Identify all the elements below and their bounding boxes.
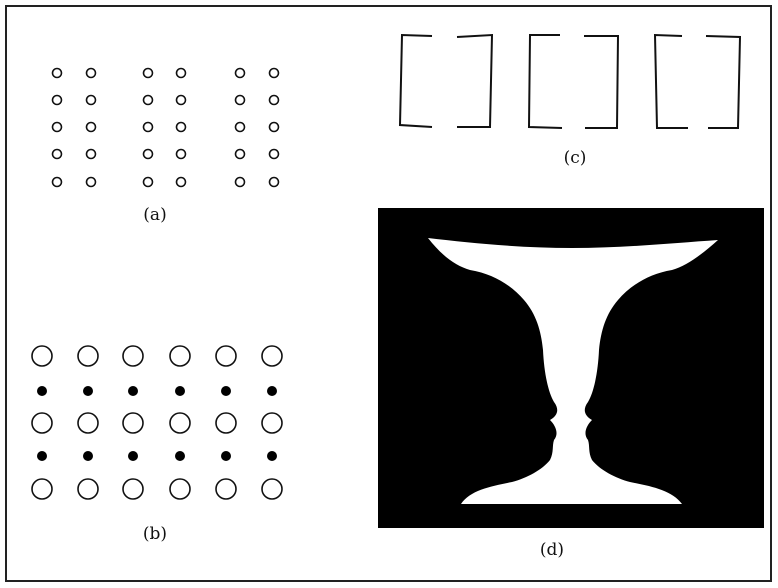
open-circle bbox=[77, 478, 99, 500]
open-circle bbox=[261, 345, 283, 367]
outer-frame bbox=[5, 5, 772, 582]
filled-dot bbox=[83, 451, 93, 461]
open-circle bbox=[261, 478, 283, 500]
open-circle bbox=[169, 412, 191, 434]
open-dot bbox=[175, 94, 187, 106]
open-dot bbox=[85, 176, 97, 188]
open-circle bbox=[169, 478, 191, 500]
filled-dot bbox=[221, 451, 231, 461]
open-dot bbox=[142, 94, 154, 106]
open-dot bbox=[51, 94, 63, 106]
open-dot bbox=[85, 121, 97, 133]
open-dot bbox=[268, 176, 280, 188]
open-circle bbox=[169, 345, 191, 367]
open-dot bbox=[142, 67, 154, 79]
panel-c-label: (c) bbox=[563, 148, 587, 168]
panel-b-label: (b) bbox=[142, 524, 168, 544]
open-circle bbox=[122, 412, 144, 434]
filled-dot bbox=[83, 386, 93, 396]
open-dot bbox=[268, 94, 280, 106]
filled-dot bbox=[37, 451, 47, 461]
open-dot bbox=[268, 67, 280, 79]
panel-d-rubin-vase bbox=[378, 208, 764, 528]
open-dot bbox=[51, 121, 63, 133]
open-dot bbox=[142, 148, 154, 160]
open-dot bbox=[234, 67, 246, 79]
open-dot bbox=[175, 67, 187, 79]
open-circle bbox=[215, 345, 237, 367]
open-dot bbox=[142, 176, 154, 188]
open-circle bbox=[215, 478, 237, 500]
open-dot bbox=[234, 148, 246, 160]
open-dot bbox=[85, 67, 97, 79]
filled-dot bbox=[175, 386, 185, 396]
open-dot bbox=[268, 121, 280, 133]
open-circle bbox=[122, 345, 144, 367]
open-dot bbox=[51, 176, 63, 188]
open-dot bbox=[175, 176, 187, 188]
open-circle bbox=[77, 412, 99, 434]
open-circle bbox=[31, 478, 53, 500]
open-circle bbox=[122, 478, 144, 500]
open-dot bbox=[234, 94, 246, 106]
filled-dot bbox=[37, 386, 47, 396]
open-dot bbox=[85, 94, 97, 106]
open-dot bbox=[142, 121, 154, 133]
open-dot bbox=[268, 148, 280, 160]
open-dot bbox=[85, 148, 97, 160]
bracket-pair-2 bbox=[527, 34, 620, 129]
bracket-pair-1 bbox=[398, 33, 494, 128]
open-circle bbox=[31, 345, 53, 367]
open-circle bbox=[31, 412, 53, 434]
filled-dot bbox=[267, 451, 277, 461]
open-circle bbox=[261, 412, 283, 434]
filled-dot bbox=[221, 386, 231, 396]
filled-dot bbox=[128, 386, 138, 396]
panel-a-label: (a) bbox=[143, 205, 167, 225]
panel-a-proximity-dots bbox=[51, 67, 280, 188]
open-dot bbox=[175, 148, 187, 160]
open-dot bbox=[234, 121, 246, 133]
open-dot bbox=[234, 176, 246, 188]
vase-shape bbox=[428, 238, 718, 504]
panel-c-closure-brackets bbox=[398, 33, 742, 129]
open-circle bbox=[77, 345, 99, 367]
panel-b-similarity-grid bbox=[31, 345, 283, 500]
open-dot bbox=[51, 67, 63, 79]
filled-dot bbox=[128, 451, 138, 461]
filled-dot bbox=[267, 386, 277, 396]
panel-d-label: (d) bbox=[539, 540, 565, 560]
open-dot bbox=[51, 148, 63, 160]
bracket-pair-3 bbox=[653, 33, 742, 129]
open-circle bbox=[215, 412, 237, 434]
open-dot bbox=[175, 121, 187, 133]
filled-dot bbox=[175, 451, 185, 461]
